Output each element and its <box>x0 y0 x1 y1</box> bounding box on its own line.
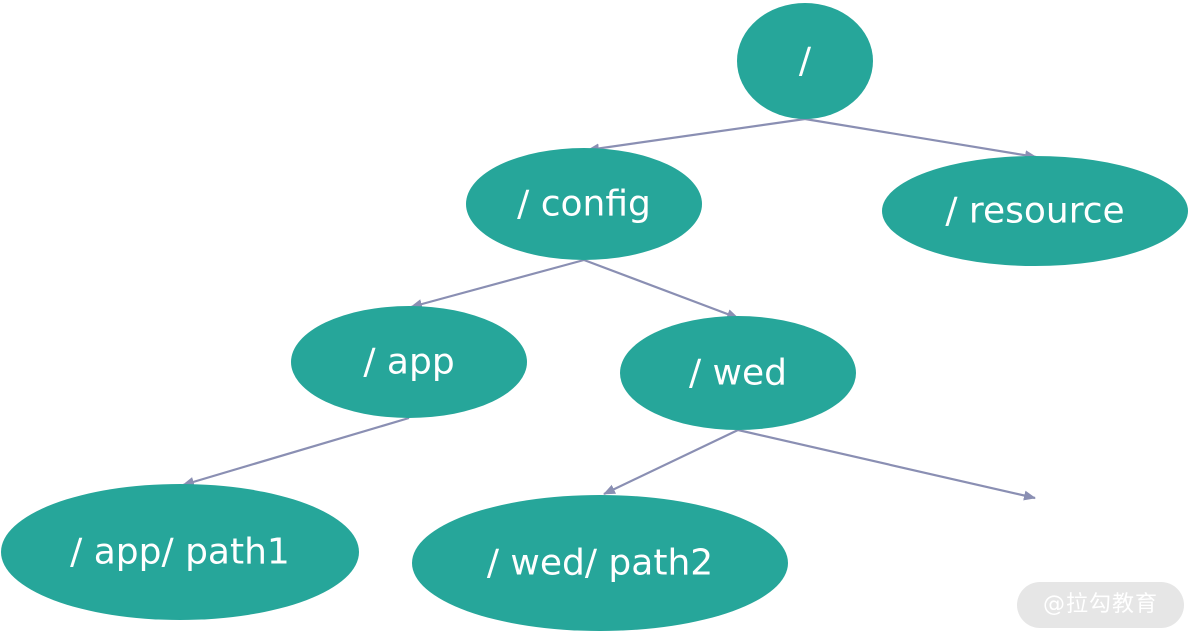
node-config-label: / config <box>517 184 651 225</box>
node-wed-label: / wed <box>689 353 787 394</box>
node-resource: / resource <box>882 156 1188 266</box>
edge-app-path1 <box>182 416 410 487</box>
node-root-shape <box>737 3 873 119</box>
edge-config-app <box>410 258 585 309</box>
node-wed-path2-label: / wed/ path2 <box>487 543 713 584</box>
node-root-label: / <box>799 41 812 82</box>
node-app-path1-label: / app/ path1 <box>70 532 290 573</box>
node-app-path1: / app/ path1 <box>1 484 359 620</box>
watermark-logo: @拉勾教育 <box>1017 582 1184 628</box>
node-app-label: / app <box>363 342 454 383</box>
edge-config-wed <box>583 258 739 320</box>
node-app: / app <box>291 306 527 418</box>
edge-wed-path2 <box>603 429 739 495</box>
node-wed-path2: / wed/ path2 <box>412 495 788 631</box>
node-app-path1-shape <box>1 484 359 620</box>
node-root: / <box>737 3 873 119</box>
node-wed-path2-shape <box>412 495 788 631</box>
node-config: / config <box>466 148 702 260</box>
node-wed-shape <box>620 316 856 430</box>
node-wed: / wed <box>620 316 856 430</box>
edge-wed-dangling <box>737 428 1036 501</box>
edge-root-config <box>587 117 806 154</box>
node-config-shape <box>466 148 702 260</box>
node-resource-shape <box>882 156 1188 266</box>
edge-root-resource <box>804 117 1037 161</box>
node-app-shape <box>291 306 527 418</box>
node-resource-label: / resource <box>945 191 1124 232</box>
